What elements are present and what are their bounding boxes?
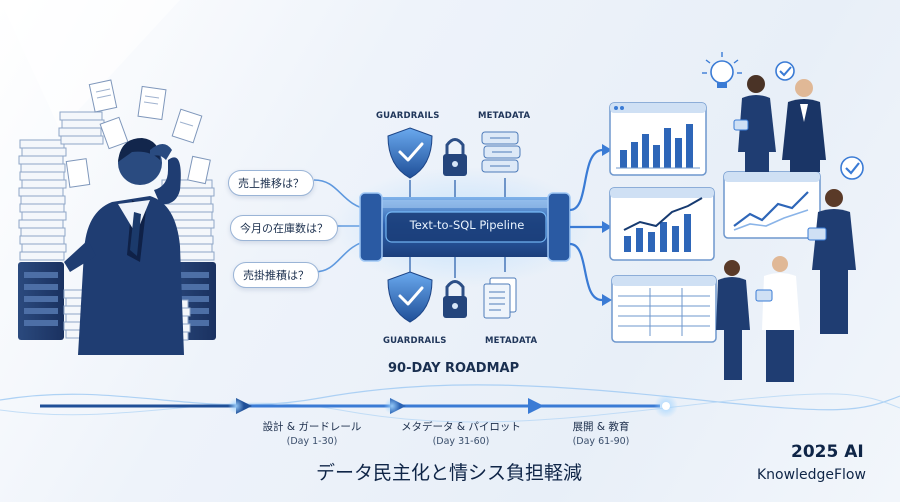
phase-1-days: (Day 1-30) <box>286 436 338 447</box>
roadmap-phase-3: 展開 & 教育 (Day 61-90) <box>536 419 666 447</box>
team-people <box>716 75 856 382</box>
roadmap-title: 90-DAY ROADMAP <box>388 361 520 376</box>
brand-year: 2025 AI <box>791 442 864 462</box>
table-icon <box>611 275 717 343</box>
question-bubble-2: 今月の在庫数は？ <box>230 215 338 241</box>
phase-2-days: (Day 31-60) <box>432 436 490 447</box>
bar-chart-icon <box>609 102 707 176</box>
phase-2-name: メタデータ & パイロット <box>401 421 521 433</box>
database-icon <box>481 131 521 173</box>
roadmap-phase-1: 設計 & ガードレール (Day 1-30) <box>232 419 392 447</box>
brand-name: KnowledgeFlow <box>757 467 866 483</box>
pipeline <box>332 167 592 287</box>
checkmark-badge-icon <box>775 61 795 81</box>
checkmark-badge-icon <box>840 156 864 180</box>
padlock-icon <box>443 280 467 318</box>
roadmap-phase-2: メタデータ & パイロット (Day 31-60) <box>376 419 546 447</box>
shield-check-icon <box>387 127 433 179</box>
phase-1-name: 設計 & ガードレール <box>262 421 362 433</box>
line-chart-icon <box>723 171 821 239</box>
padlock-icon <box>443 138 467 176</box>
question-bubble-3: 売掛推積は？ <box>233 262 319 288</box>
phase-3-name: 展開 & 教育 <box>572 421 630 433</box>
bar-line-chart-icon <box>609 187 715 261</box>
caption: データ民主化と情シス負担軽減 <box>316 462 583 484</box>
roadmap-timeline <box>0 384 900 423</box>
metadata-label-bottom: METADATA <box>485 336 538 346</box>
stressed-person <box>64 138 184 355</box>
guardrails-label-bottom: GUARDRAILS <box>383 336 447 346</box>
lightbulb-icon <box>702 52 742 88</box>
phase-3-days: (Day 61-90) <box>572 436 630 447</box>
metadata-label-top: METADATA <box>478 111 531 121</box>
document-icon <box>483 277 517 319</box>
pipeline-label: Text-to-SQL Pipeline <box>409 218 525 232</box>
question-bubble-1: 売上推移は？ <box>228 170 314 196</box>
shield-check-icon <box>387 271 433 323</box>
guardrails-label-top: GUARDRAILS <box>376 111 440 121</box>
